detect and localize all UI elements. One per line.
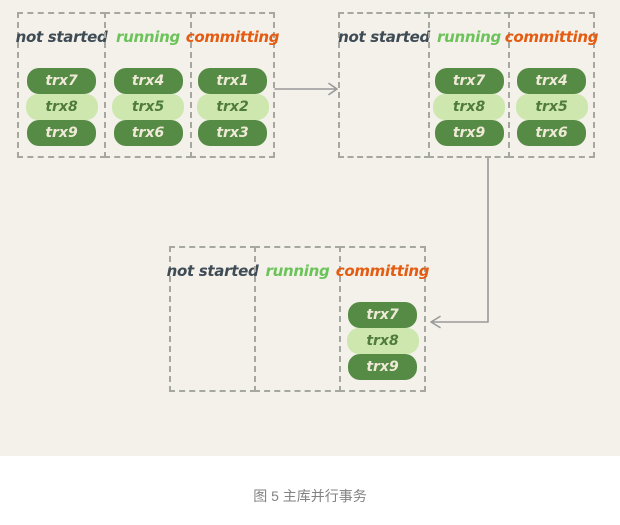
arrow-left-head-icon — [430, 315, 441, 329]
transaction-pill: trx4 — [113, 68, 183, 94]
column-label-committing: committing — [185, 28, 280, 46]
column-label-running: running — [265, 262, 330, 280]
column-label-committing: committing — [504, 28, 599, 46]
column-label-committing: committing — [335, 262, 430, 280]
figure-caption: 图 5 主库并行事务 — [253, 488, 367, 504]
arrow-right-head-icon — [328, 82, 338, 96]
column-label-running: running — [116, 28, 180, 46]
transaction-pill: trx7 — [348, 302, 417, 328]
column-not-started: not started — [338, 12, 430, 158]
transaction-pill: trx8 — [433, 94, 505, 120]
column-label-not-started: not started — [338, 28, 430, 46]
transaction-pill: trx1 — [198, 68, 267, 94]
arrow-down-left-line — [431, 157, 489, 323]
column-not-started: not started — [166, 246, 259, 392]
transaction-pill: trx2 — [196, 94, 269, 120]
transaction-pill: trx6 — [113, 120, 183, 146]
transaction-pill: trx9 — [27, 120, 96, 146]
transaction-pill: trx3 — [198, 120, 267, 146]
transaction-pill: trx5 — [515, 94, 588, 120]
transaction-pill: trx9 — [434, 120, 504, 146]
transaction-pill: trx4 — [517, 68, 586, 94]
column-label-not-started: not started — [166, 262, 259, 280]
column-running: running — [254, 246, 341, 392]
transaction-pill: trx5 — [112, 94, 184, 120]
column-label-not-started: not started — [15, 28, 108, 46]
transaction-pill: trx7 — [434, 68, 504, 94]
column-label-running: running — [437, 28, 501, 46]
transaction-pill: trx7 — [27, 68, 96, 94]
transaction-pill: trx8 — [346, 328, 419, 354]
transaction-pill: trx6 — [517, 120, 586, 146]
transaction-pill: trx9 — [348, 354, 417, 380]
transaction-pill: trx8 — [25, 94, 98, 120]
